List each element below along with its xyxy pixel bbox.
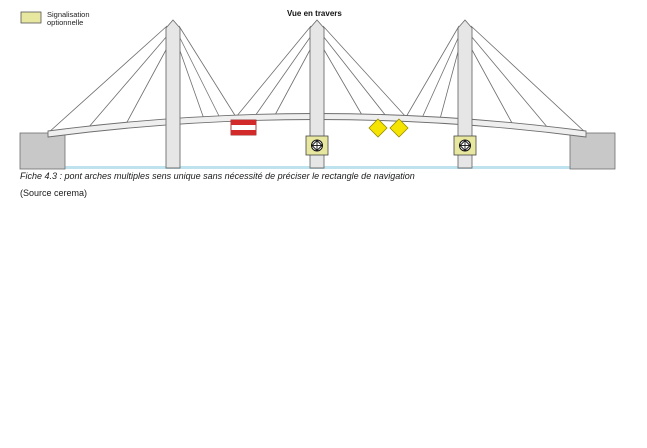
red-white-stripe-sign-icon	[230, 119, 257, 136]
right-abutment	[569, 132, 616, 170]
diagram-title: Vue en travers	[287, 9, 342, 18]
stay-cables	[47, 25, 587, 134]
bridge-deck	[47, 113, 587, 138]
legend-swatch	[20, 11, 42, 24]
legend-label-line2: optionnelle	[47, 18, 83, 27]
figure-caption: Fiche 4.3 : pont arches multiples sens u…	[20, 171, 415, 181]
legend: Signalisation optionnelle	[20, 10, 90, 27]
yellow-diamond-sign-icon	[368, 118, 409, 138]
pylon-1	[165, 19, 181, 169]
figure-source: (Source cerema)	[20, 188, 88, 198]
crossed-circle-sign-icon	[453, 135, 477, 156]
legend-label-line1: Signalisation	[47, 10, 90, 19]
pylons	[165, 19, 473, 169]
crossed-circle-sign-icon	[305, 135, 329, 156]
left-abutment	[19, 132, 66, 170]
